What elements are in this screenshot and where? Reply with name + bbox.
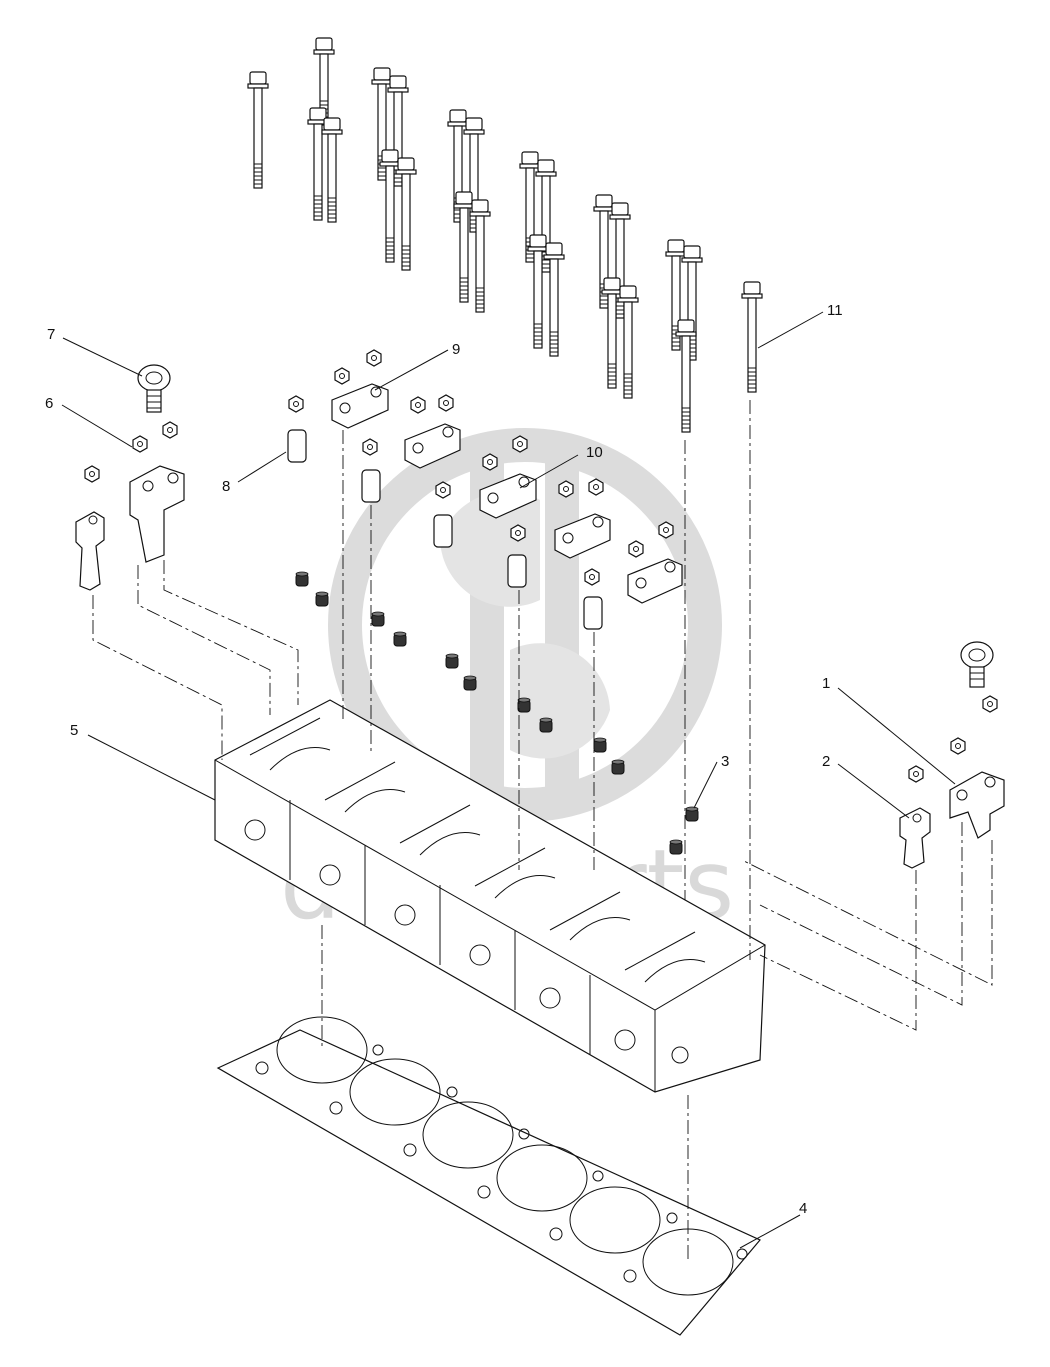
valve-stem-seal xyxy=(445,653,459,669)
nut xyxy=(908,765,924,783)
nut xyxy=(512,435,528,453)
head-bolt xyxy=(395,157,417,271)
nut xyxy=(950,737,966,755)
sleeve-8 xyxy=(287,429,307,463)
nut xyxy=(362,438,378,456)
nut xyxy=(162,421,178,439)
callout-3: 3 xyxy=(721,753,729,770)
valve-stem-seal xyxy=(315,591,329,607)
bridge-9b xyxy=(404,423,461,469)
callout-5: 5 xyxy=(70,722,78,739)
valve-bridges-group xyxy=(331,383,683,604)
valve-stem-seal xyxy=(539,717,553,733)
nut xyxy=(84,465,100,483)
sleeve-8b xyxy=(361,469,381,503)
head-bolt xyxy=(379,149,401,263)
head-bolt xyxy=(527,234,549,349)
callout-1: 1 xyxy=(822,675,830,692)
callout-10: 10 xyxy=(586,444,603,461)
valve-stem-seal xyxy=(611,759,625,775)
valve-stem-seal xyxy=(685,806,699,822)
nut xyxy=(628,540,644,558)
valve-stem-seal xyxy=(593,737,607,753)
nut xyxy=(438,394,454,412)
head-bolt xyxy=(519,151,541,263)
nut xyxy=(435,481,451,499)
valve-stem-seal xyxy=(463,675,477,691)
nut xyxy=(410,396,426,414)
nut xyxy=(658,521,674,539)
head-bolt xyxy=(247,71,269,189)
support-bracket-right-2 xyxy=(899,807,931,869)
spacer-sleeves-group xyxy=(287,429,603,630)
head-bolt xyxy=(453,191,475,303)
lifting-bracket-right-1 xyxy=(949,771,1005,839)
nut xyxy=(132,435,148,453)
head-gasket xyxy=(216,1016,761,1336)
valve-stem-seal xyxy=(393,631,407,647)
nut xyxy=(334,367,350,385)
callout-6: 6 xyxy=(45,395,53,412)
nut xyxy=(366,349,382,367)
callout-labels: 1 2 3 4 5 6 7 8 9 10 11 xyxy=(45,302,843,1217)
head-bolts-group xyxy=(247,37,763,433)
nut xyxy=(482,453,498,471)
leader-lines xyxy=(61,311,956,1249)
head-bolt xyxy=(741,281,763,393)
head-bolt xyxy=(313,37,335,126)
callout-9: 9 xyxy=(452,341,460,358)
lifting-eye-right xyxy=(960,641,994,688)
nut xyxy=(510,524,526,542)
valve-stem-seal xyxy=(295,571,309,587)
callout-4: 4 xyxy=(799,1200,807,1217)
callout-8: 8 xyxy=(222,478,230,495)
alignment-lines xyxy=(92,400,993,1262)
valve-stem-seal xyxy=(371,611,385,627)
nut xyxy=(558,480,574,498)
valve-seals-group xyxy=(295,571,699,855)
bridge-9 xyxy=(331,383,389,429)
sleeve-8e xyxy=(583,596,603,630)
callout-11: 11 xyxy=(827,302,843,319)
callout-2: 2 xyxy=(822,753,830,770)
head-bolt xyxy=(321,117,343,223)
bridge-10b xyxy=(554,513,611,559)
callout-7: 7 xyxy=(47,326,55,343)
head-bolt xyxy=(617,285,639,399)
lifting-eye-left xyxy=(137,364,171,413)
sleeve-8d xyxy=(507,554,527,588)
nut xyxy=(982,695,998,713)
head-bolt xyxy=(675,319,697,433)
cylinder-head xyxy=(214,699,766,1093)
valve-stem-seal xyxy=(517,697,531,713)
head-bolt xyxy=(601,277,623,389)
nut xyxy=(584,568,600,586)
nut xyxy=(288,395,304,413)
valve-stem-seal xyxy=(669,839,683,855)
nut xyxy=(588,478,604,496)
nuts-group xyxy=(84,349,998,783)
head-bolt xyxy=(469,199,491,313)
bridge-10 xyxy=(479,473,537,519)
head-bolt xyxy=(463,117,485,233)
head-bolt xyxy=(447,109,469,223)
bridge-10c xyxy=(627,558,683,604)
support-bracket-left xyxy=(75,511,105,591)
sleeve-8c xyxy=(433,514,453,548)
lifting-bracket-left xyxy=(129,465,185,563)
head-bolt xyxy=(307,107,329,221)
head-bolt xyxy=(543,242,565,357)
